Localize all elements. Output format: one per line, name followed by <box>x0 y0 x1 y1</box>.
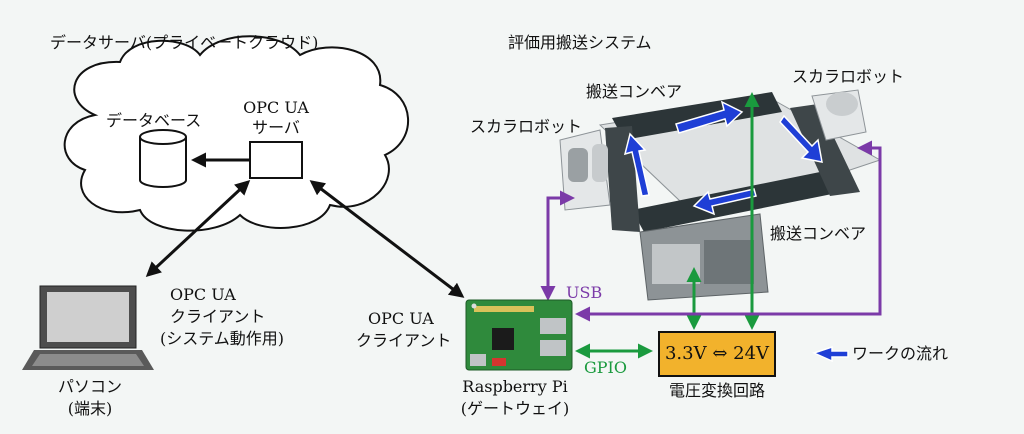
conveyor-bottom-label: 搬送コンベア <box>770 224 867 243</box>
converter-label: 電圧変換回路 <box>668 381 765 400</box>
scara-right-label: スカラロボット <box>792 67 905 86</box>
usb-link-right <box>575 140 882 322</box>
server-icon <box>249 141 303 179</box>
database-icon <box>139 129 187 188</box>
pc-name-1: パソコン <box>57 377 122 396</box>
gpio-label: GPIO <box>584 358 627 377</box>
scara-left-label: スカラロボット <box>470 117 583 136</box>
usb-link-left <box>540 190 575 301</box>
voltage-converter-box: 3.3V ⇔ 24V <box>658 331 776 377</box>
server-label-2: サーバ <box>252 118 300 137</box>
conveyor-top-label: 搬送コンベア <box>586 82 683 101</box>
pc-client-1: OPC UA <box>170 285 236 304</box>
pi-name-2: (ゲートウェイ) <box>460 399 570 418</box>
pi-client-2: クライアント <box>356 331 452 350</box>
pc-client-3: (システム動作用) <box>160 329 285 348</box>
system-title: 評価用搬送システム <box>508 33 652 52</box>
cloud-title: データサーバ(プライベートクラウド) <box>50 33 319 52</box>
server-pi-link <box>309 180 465 298</box>
usb-label: USB <box>566 283 603 302</box>
work-flow-legend: ワークの流れ <box>852 344 949 363</box>
raspberry-pi-icon <box>465 299 573 371</box>
server-label-1: OPC UA <box>243 98 309 117</box>
pc-client-2: クライアント <box>170 307 266 326</box>
laptop-icon <box>22 285 154 370</box>
server-pc-link <box>145 179 251 278</box>
database-label: データベース <box>106 111 202 130</box>
conveyor-system-image <box>559 89 882 301</box>
pi-client-1: OPC UA <box>368 309 434 328</box>
pc-name-2: (端末) <box>67 399 113 418</box>
pi-name-1: Raspberry Pi <box>462 377 568 396</box>
